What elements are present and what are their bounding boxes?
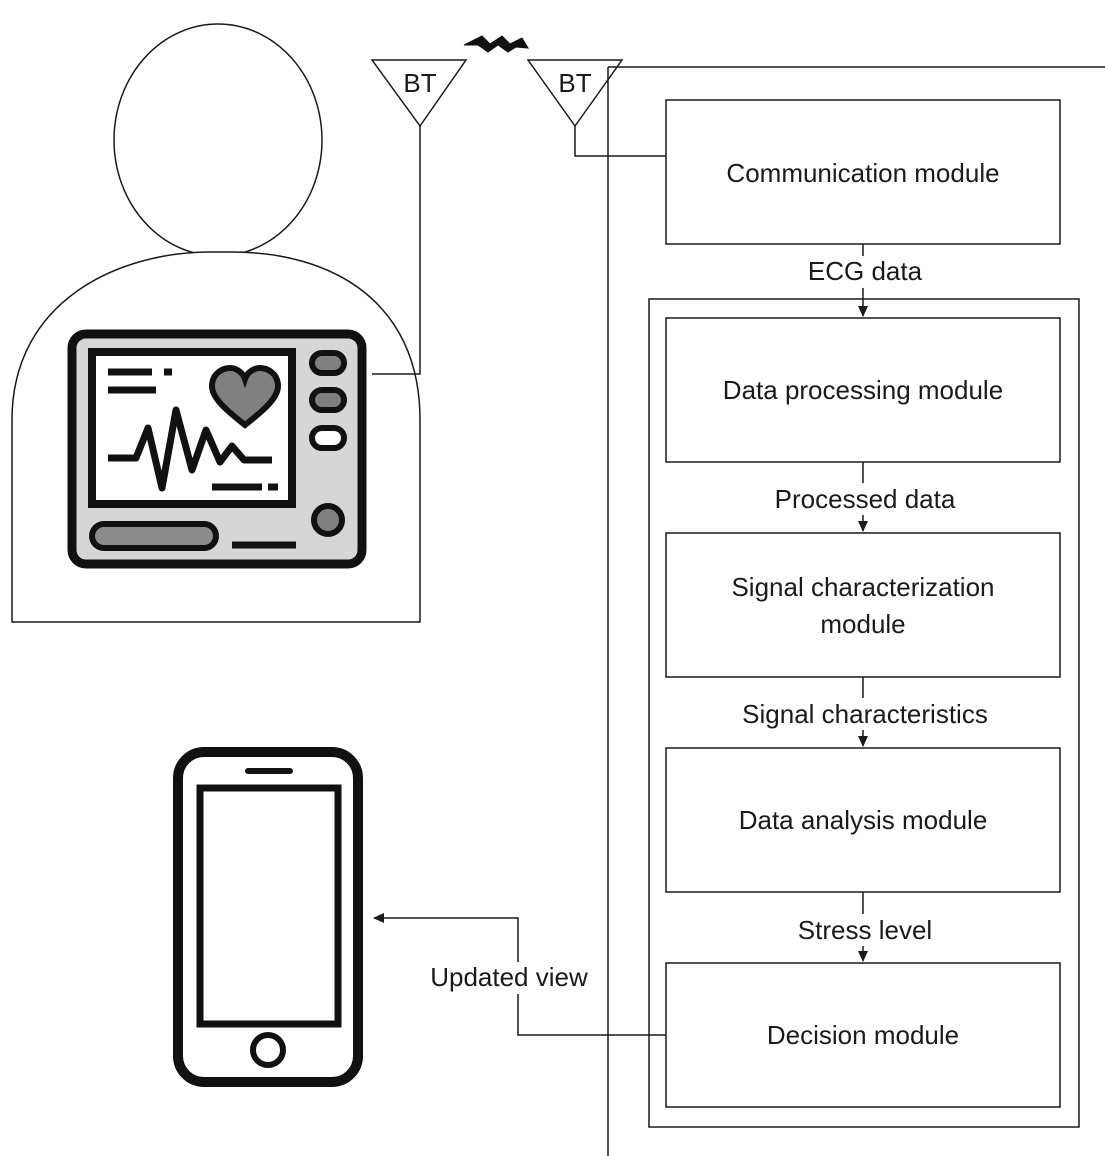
monitor-knob (311, 503, 345, 537)
heart-icon (208, 364, 282, 429)
signal-characterization-module-label-line2: module (820, 609, 905, 639)
processing-container (648, 298, 1080, 1128)
communication-module-box (665, 99, 1061, 245)
data-analysis-module-label: Data analysis module (739, 805, 988, 835)
data-processing-module-label: Data processing module (723, 375, 1003, 405)
smartphone-screen (196, 784, 342, 1028)
smartphone-home-button (250, 1032, 286, 1068)
decision-module-box (665, 962, 1061, 1108)
bt-antenna-right: BT (526, 59, 666, 157)
ecg-monitor-icon (67, 329, 367, 569)
signal-characterization-module-box (665, 532, 1061, 678)
signal-characterization-module-label-line1: Signal characterization (731, 572, 994, 602)
edge-label-stress-level: Stress level (798, 915, 932, 945)
edge-label-updated-view: Updated view (430, 962, 588, 992)
edge-label-signal-characteristics: Signal characteristics (742, 699, 988, 729)
data-analysis-module-box (665, 747, 1061, 893)
communication-module-label: Communication module (726, 158, 999, 188)
decision-module-label: Decision module (767, 1020, 959, 1050)
data-processing-module-box (665, 317, 1061, 463)
bt-label-left: BT (403, 68, 436, 98)
ecg-waveform (108, 406, 272, 492)
monitor-button-2 (309, 387, 347, 413)
smartphone-icon (173, 747, 363, 1087)
monitor-bar (89, 521, 219, 551)
wireless-signal-icon (463, 35, 529, 53)
edge-label-processed-data: Processed data (775, 484, 956, 514)
bt-label-right: BT (558, 68, 591, 98)
person-head (113, 23, 323, 257)
edge-label-ecg-data: ECG data (808, 256, 923, 286)
monitor-button-1 (309, 350, 347, 376)
monitor-button-3 (309, 425, 347, 451)
bt-antenna-left: BT (370, 59, 468, 375)
